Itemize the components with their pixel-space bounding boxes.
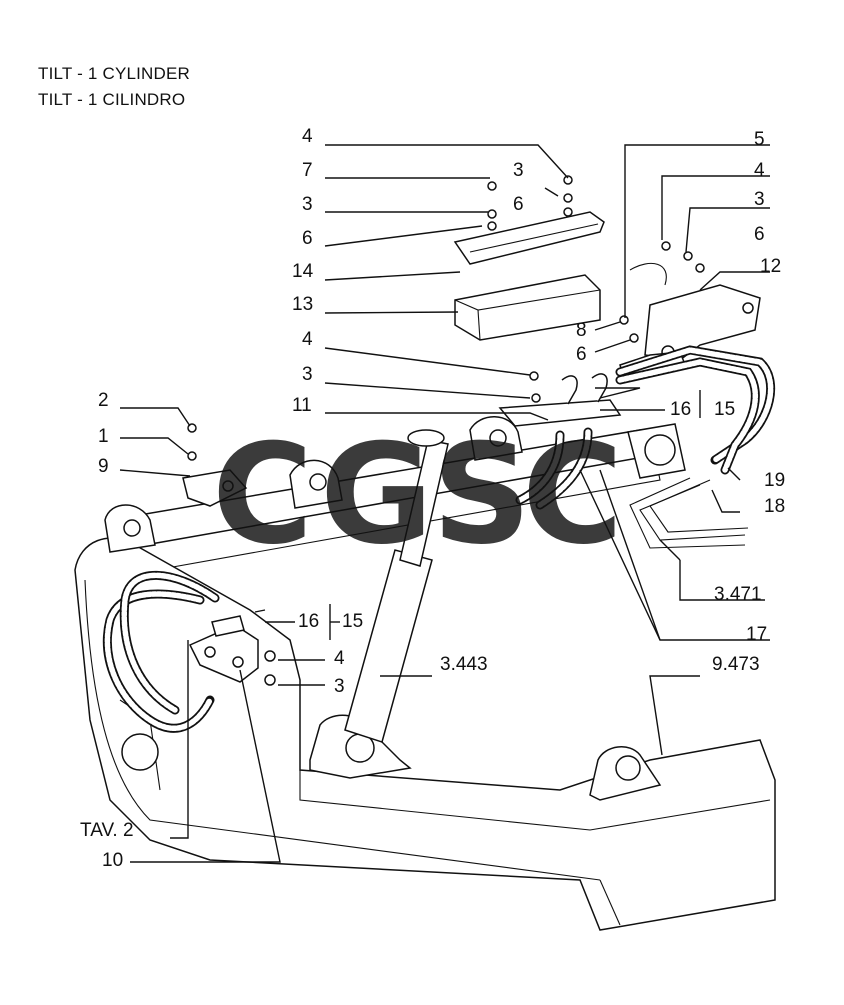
callout-16-top: 16 bbox=[670, 399, 691, 420]
callout-17: 17 bbox=[746, 624, 767, 645]
callout-13: 13 bbox=[292, 294, 313, 315]
callout-9-473: 9.473 bbox=[712, 654, 760, 675]
callout-14: 14 bbox=[292, 261, 314, 282]
watermark-letter-g: G bbox=[320, 414, 433, 575]
tilt-cylinder-drawing bbox=[344, 429, 449, 743]
callout-3-right: 3 bbox=[754, 189, 765, 210]
watermark-letter-c1: C bbox=[212, 414, 313, 575]
watermark-letter-c2: C bbox=[522, 414, 623, 575]
callout-7: 7 bbox=[302, 160, 313, 181]
callout-3-top: 3 bbox=[513, 160, 524, 181]
callout-18: 18 bbox=[764, 496, 785, 517]
callout-3-443: 3.443 bbox=[440, 654, 488, 675]
callout-15-low: 15 bbox=[342, 611, 363, 632]
callout-4-top: 4 bbox=[302, 126, 313, 147]
callout-6-b: 6 bbox=[576, 344, 587, 365]
callout-15-top: 15 bbox=[714, 399, 735, 420]
upper-components-drawing bbox=[182, 175, 761, 686]
callout-labels: 4 7 3 6 14 13 4 3 11 3 6 5 4 3 6 12 8 6 … bbox=[80, 126, 785, 871]
callout-2: 2 bbox=[98, 390, 109, 411]
watermark-letter-s: S bbox=[432, 414, 531, 575]
callout-1: 1 bbox=[98, 426, 109, 447]
callout-9: 9 bbox=[98, 456, 109, 477]
callout-6-right: 6 bbox=[754, 224, 765, 245]
callout-16-low: 16 bbox=[298, 611, 319, 632]
callout-12: 12 bbox=[760, 256, 781, 277]
callout-8: 8 bbox=[576, 320, 587, 341]
diagram-title-italian: TILT - 1 CILINDRO bbox=[38, 90, 186, 109]
callout-4-low: 4 bbox=[334, 648, 345, 669]
callout-6-top: 6 bbox=[513, 194, 524, 215]
callout-6-a: 6 bbox=[302, 228, 313, 249]
callout-5: 5 bbox=[754, 129, 765, 150]
callout-tav-2: TAV. 2 bbox=[80, 820, 134, 841]
callout-10: 10 bbox=[102, 850, 123, 871]
callout-3-a: 3 bbox=[302, 194, 313, 215]
diagram-title-english: TILT - 1 CYLINDER bbox=[38, 64, 191, 83]
callout-3-low: 3 bbox=[334, 676, 345, 697]
callout-3-471: 3.471 bbox=[714, 584, 762, 605]
callout-4-right: 4 bbox=[754, 160, 765, 181]
cgsc-watermark: C G S C bbox=[212, 414, 623, 575]
callout-11: 11 bbox=[292, 395, 312, 416]
callout-19: 19 bbox=[764, 470, 785, 491]
callout-4-mid: 4 bbox=[302, 329, 313, 350]
hydraulic-hoses-drawing bbox=[102, 345, 776, 733]
leader-lines bbox=[119, 144, 770, 863]
callout-3-mid: 3 bbox=[302, 364, 313, 385]
